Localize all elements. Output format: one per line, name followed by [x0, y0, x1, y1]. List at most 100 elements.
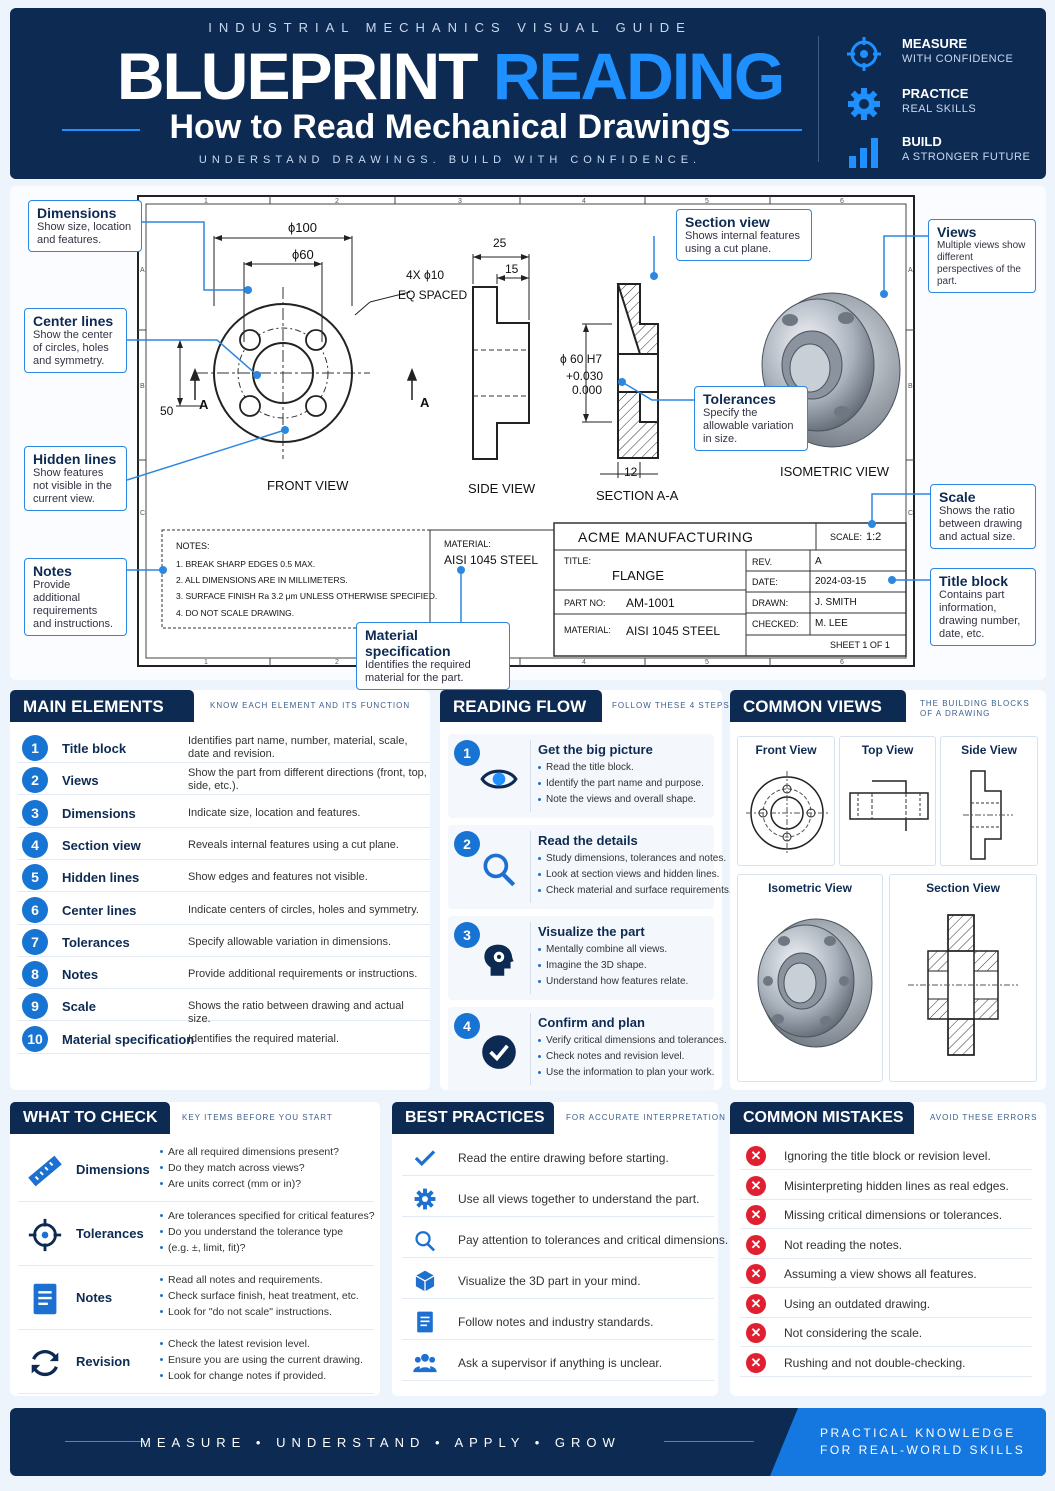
callout-material: Material specification Identifies the re…	[356, 622, 510, 690]
what-to-check-panel: WHAT TO CHECK KEY ITEMS BEFORE YOU START	[10, 1102, 380, 1396]
zone-ticks	[138, 196, 914, 666]
bullet-dot	[538, 1055, 541, 1058]
card-title: Top View	[861, 743, 914, 757]
section-mark-left: A	[199, 397, 209, 412]
tb-material-value: AISI 1045 STEEL	[626, 624, 721, 638]
bullet-item: Check surface finish, heat treatment, et…	[160, 1288, 359, 1304]
top-view-card: Top View	[839, 736, 936, 866]
element-description: Indicate centers of circles, holes and s…	[188, 903, 419, 916]
callout-center-lines: Center lines Show the center of circles,…	[24, 308, 127, 373]
check-label: Dimensions	[76, 1162, 150, 1177]
crosshair-icon	[28, 1218, 62, 1252]
scale-label: SCALE:	[830, 532, 863, 542]
isometric-view-card: Isometric View	[737, 874, 883, 1082]
callout-title: Notes	[33, 563, 72, 579]
bar-chart-icon	[849, 138, 878, 168]
drawn-value: J. SMITH	[815, 597, 857, 608]
zone-row-label: A	[140, 267, 145, 274]
common-mistakes-panel: COMMON MISTAKES AVOID THESE ERRORS	[730, 1102, 1046, 1396]
side-dimension-arrows	[473, 254, 529, 281]
document-icon	[33, 1283, 57, 1315]
zone-col-label: 4	[582, 659, 586, 666]
card-title: Side View	[961, 743, 1017, 757]
highlight-title: PRACTICE	[902, 86, 969, 101]
bullet-dot	[160, 1246, 163, 1249]
callout-title: Hidden lines	[33, 451, 117, 467]
main-elements-panel: MAIN ELEMENTS KNOW EACH ELEMENT AND ITS …	[10, 690, 430, 1090]
side-view-sketch	[963, 770, 1013, 860]
bullet-item: Do you understand the tolerance type	[160, 1224, 375, 1240]
step-number-badge: 5	[22, 864, 48, 891]
step-number-badge: 4	[22, 831, 48, 858]
element-label: Title block	[62, 741, 127, 756]
highlight-title: MEASURE	[902, 36, 968, 51]
element-description: Indicate size, location and features.	[188, 806, 361, 819]
tol-zero: 0.000	[572, 383, 603, 397]
bullet-item: Mentally combine all views.	[538, 942, 688, 958]
zone-row-label: C	[908, 510, 913, 517]
highlight-sub: WITH CONFIDENCE	[902, 53, 1014, 65]
sheet-label: SHEET 1 OF 1	[830, 640, 890, 650]
step-bullets: Read the title block.Identify the part n…	[538, 760, 704, 808]
zone-col-label: 1	[204, 659, 208, 666]
highlight-build: BUILD A STRONGER FUTURE	[846, 132, 1046, 172]
step-bullets: Mentally combine all views.Imagine the 3…	[538, 942, 688, 990]
callout-title: Tolerances	[703, 391, 776, 407]
practice-item: Visualize the 3D part in your mind.	[402, 1263, 714, 1299]
best-practices-sub: FOR ACCURATE INTERPRETATION	[566, 1113, 726, 1122]
callout-dots	[159, 272, 896, 584]
zone-col-label: 2	[335, 198, 339, 205]
cube-icon	[415, 1270, 435, 1292]
zone-col-label: 2	[335, 659, 339, 666]
section-outline	[617, 284, 659, 458]
zone-col-label: 6	[840, 659, 844, 666]
mistake-item: ✕Missing critical dimensions or toleranc…	[740, 1201, 1032, 1229]
check-bullets: Check the latest revision level.Ensure y…	[160, 1336, 363, 1384]
top-view-sketch	[849, 780, 929, 831]
zone-col-label: 1	[204, 198, 208, 205]
callout-desc: Show size, location and features.	[37, 221, 132, 246]
callout-section-view: Section view Shows internal features usi…	[676, 209, 812, 261]
main-elements-title: MAIN ELEMENTS	[10, 690, 194, 722]
x-circle-icon: ✕	[746, 1175, 766, 1196]
refresh-icon	[31, 1349, 59, 1377]
callout-desc: Specify the allowable variation in size.	[703, 407, 794, 445]
bolt-hole	[305, 395, 327, 417]
element-label: Section view	[62, 837, 141, 853]
callout-dimensions: Dimensions Show size, location and featu…	[28, 200, 142, 252]
bullet-item: Ensure you are using the current drawing…	[160, 1352, 363, 1368]
callout-scale: Scale Shows the ratio between drawing an…	[930, 484, 1036, 549]
zone-row-label: A	[908, 267, 913, 274]
bullet-item: Imagine the 3D shape.	[538, 958, 688, 974]
rev-value: A	[815, 556, 822, 567]
x-circle-icon: ✕	[746, 1293, 766, 1314]
step-number-badge: 1	[454, 740, 480, 766]
practice-item: Read the entire drawing before starting.	[402, 1140, 714, 1176]
reading-flow-sub: FOLLOW THESE 4 STEPS	[612, 701, 730, 710]
zone-row-label: B	[908, 383, 913, 390]
highlight-practice: PRACTICE REAL SKILLS	[846, 84, 1046, 124]
bullet-item: Look for change notes if provided.	[160, 1368, 363, 1384]
diameter-dimension-lines	[213, 236, 353, 342]
section-view-card: Section View	[889, 874, 1037, 1082]
header-kicker: INDUSTRIAL MECHANICS VISUAL GUIDE	[208, 20, 692, 35]
check-circle-icon	[482, 1035, 516, 1069]
callout-tolerances: Tolerances Specify the allowable variati…	[694, 386, 808, 451]
gear-icon	[414, 1188, 436, 1210]
bullet-dot	[160, 1294, 163, 1297]
step-divider	[530, 1013, 531, 1085]
callout-desc: Show the center of circles, holes and sy…	[33, 329, 113, 367]
step-number-badge: 4	[454, 1013, 480, 1039]
practice-item: Pay attention to tolerances and critical…	[402, 1222, 728, 1258]
element-label: Tolerances	[62, 934, 130, 950]
common-mistakes-sub: AVOID THESE ERRORS	[930, 1113, 1038, 1122]
practice-text: Pay attention to tolerances and critical…	[458, 1233, 729, 1247]
check-bullets: Are tolerances specified for critical fe…	[160, 1208, 375, 1256]
